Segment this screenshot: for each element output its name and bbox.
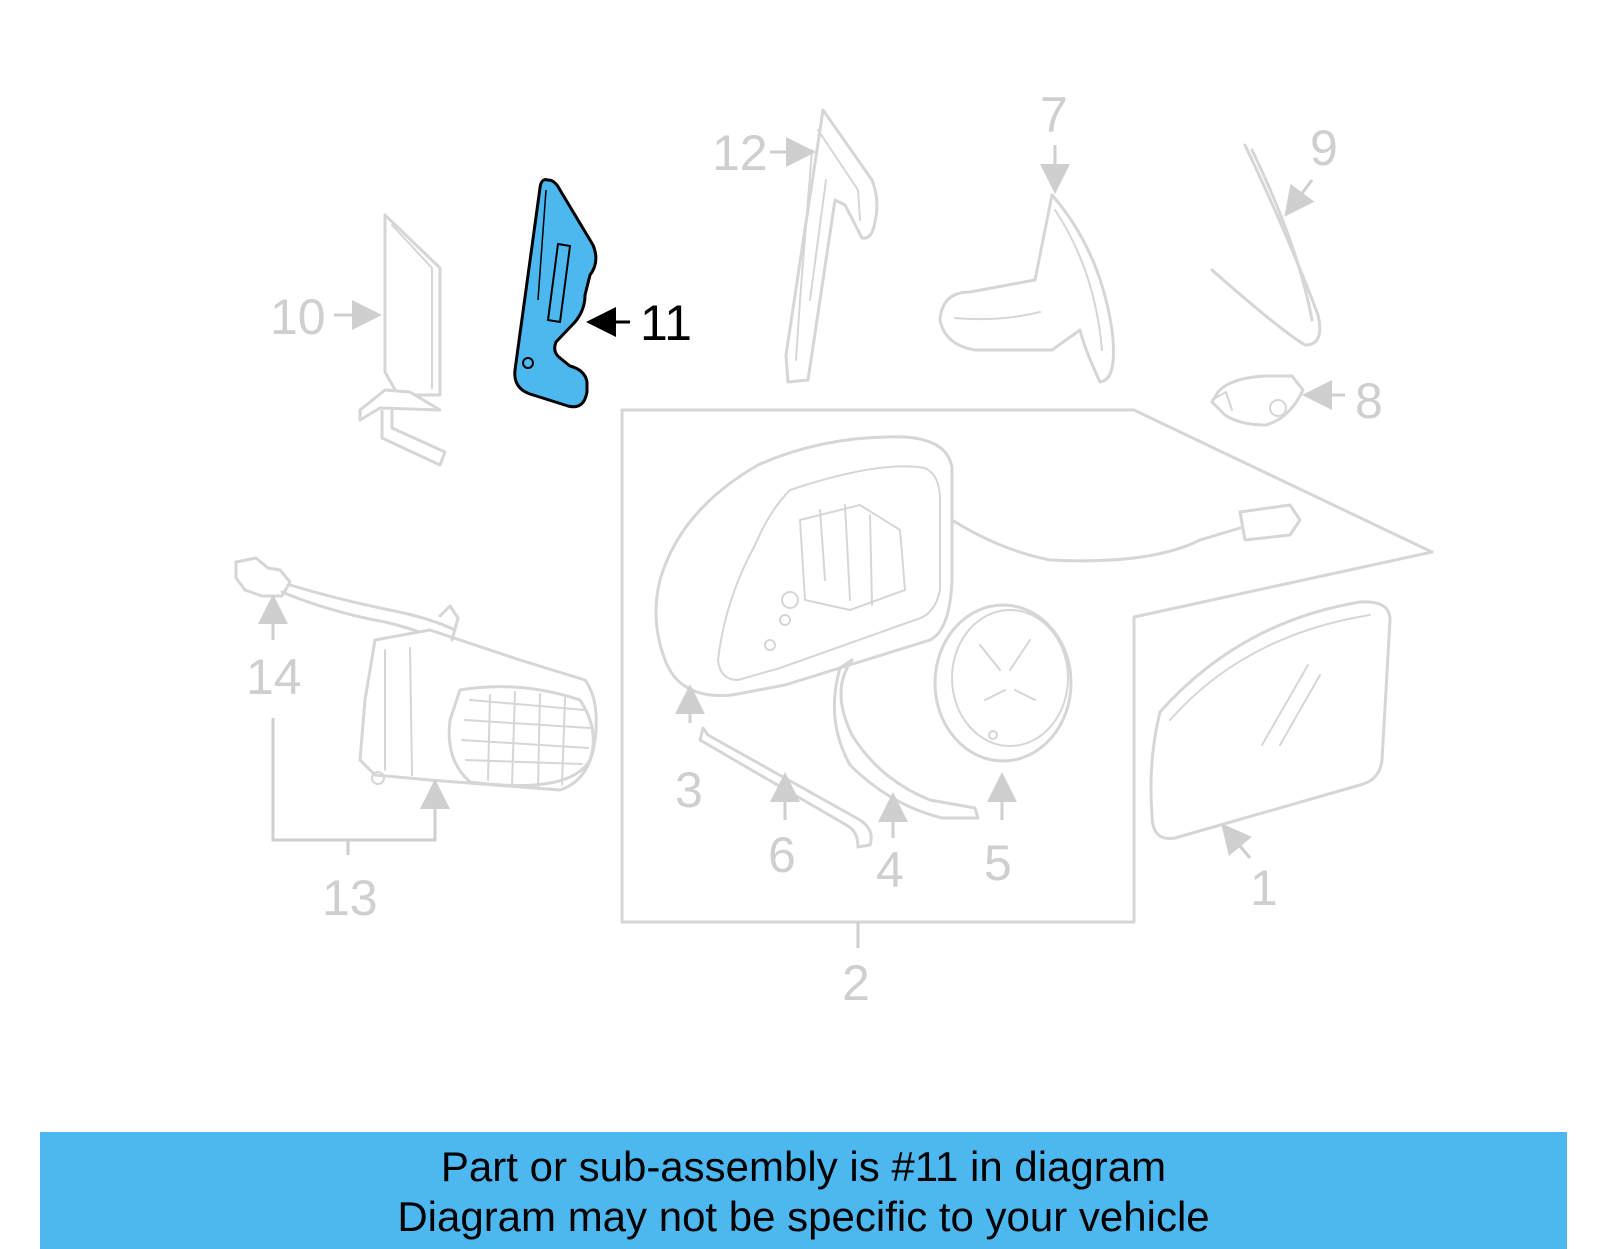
- part-5-motor[interactable]: [933, 603, 1073, 763]
- callout-13: 13: [322, 870, 378, 926]
- part-1-mirror-glass[interactable]: [1149, 600, 1392, 841]
- callout-12: 12: [712, 125, 768, 181]
- part-9-rod[interactable]: [1210, 143, 1322, 347]
- part-10-glass-bracket[interactable]: [358, 213, 447, 467]
- banner-line-1: Part or sub-assembly is #11 in diagram: [440, 1143, 1167, 1190]
- callout-3: 3: [675, 762, 703, 818]
- callout-10: 10: [270, 289, 326, 345]
- leader-lines: [258, 137, 1345, 948]
- callout-7: 7: [1040, 87, 1068, 143]
- callout-4: 4: [876, 842, 904, 898]
- callout-1: 1: [1250, 860, 1278, 916]
- callout-14: 14: [246, 649, 302, 705]
- info-banner: Part or sub-assembly is #11 in diagram D…: [40, 1132, 1567, 1249]
- callout-labels: 10 11 12 7 9 8 3 6 4 5 1 2 14 13: [246, 87, 1383, 1011]
- part-12-frame-trim[interactable]: [784, 108, 879, 384]
- part-7-cover[interactable]: [938, 193, 1115, 384]
- part-13-14-lamp-assembly[interactable]: [234, 556, 598, 792]
- part-6-strip[interactable]: [698, 726, 873, 849]
- part-4-seal[interactable]: [832, 658, 980, 820]
- part-3-housing[interactable]: [654, 435, 1302, 698]
- callout-2: 2: [842, 955, 870, 1011]
- callout-11: 11: [640, 295, 692, 351]
- callout-9: 9: [1310, 120, 1338, 176]
- part-11-bracket-highlighted[interactable]: [513, 178, 598, 409]
- banner-line-2: Diagram may not be specific to your vehi…: [397, 1193, 1210, 1240]
- part-2-assembly-box[interactable]: [620, 408, 1434, 924]
- callout-5: 5: [984, 835, 1012, 891]
- callout-6: 6: [768, 827, 796, 883]
- callout-8: 8: [1355, 373, 1383, 429]
- part-8-clip[interactable]: [1210, 374, 1305, 427]
